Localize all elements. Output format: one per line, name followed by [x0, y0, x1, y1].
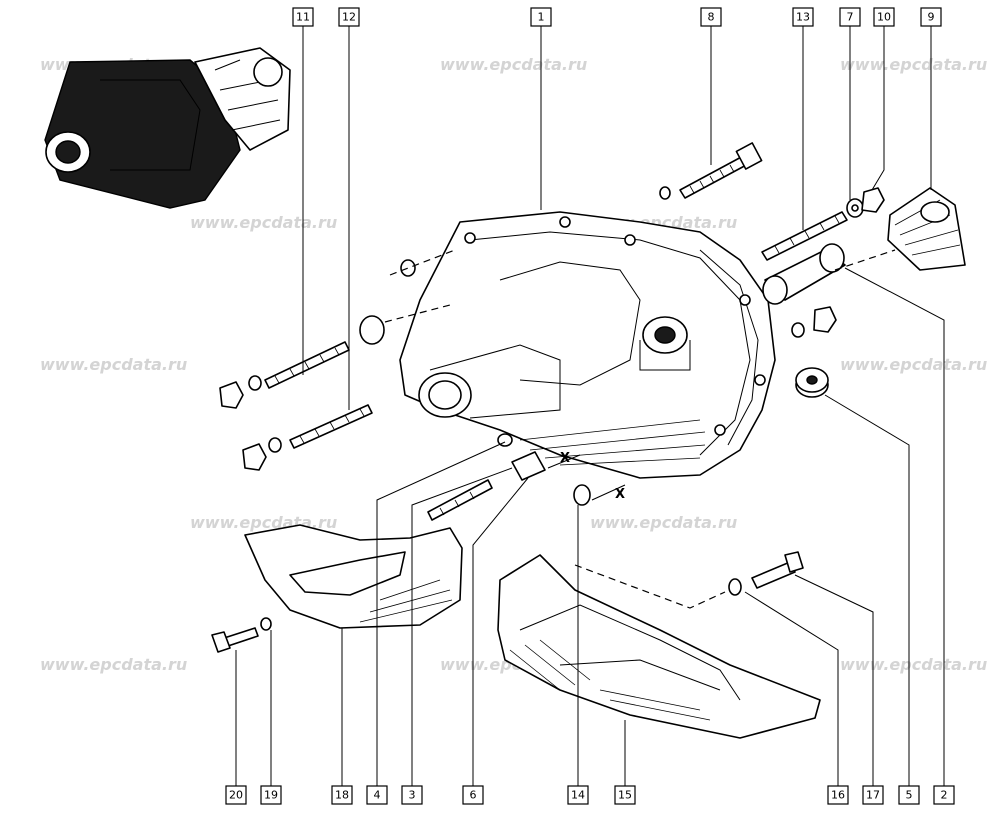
callout-18: 18: [331, 785, 353, 805]
bolt-8: [659, 142, 763, 200]
callout-14: 14: [567, 785, 589, 805]
leader-lines: [235, 26, 945, 786]
spacer-5: [795, 367, 829, 398]
assembled-gearbox-thumbnail: [44, 47, 291, 209]
callout-10: 10: [873, 7, 895, 27]
svg-text:17: 17: [866, 789, 880, 802]
washer-7-nut-10: [846, 187, 885, 218]
gearbox-housing: [399, 211, 776, 479]
callout-16: 16: [827, 785, 849, 805]
callout-8: 8: [700, 7, 722, 27]
callout-9: 9: [920, 7, 942, 27]
callout-17: 17: [862, 785, 884, 805]
stud-12: [242, 249, 456, 471]
bracket-15: [497, 551, 821, 739]
watermark: www.epcdata.ru: [440, 55, 587, 74]
axis-mark-x: X: [560, 451, 570, 466]
svg-text:14: 14: [571, 789, 585, 802]
svg-text:9: 9: [928, 11, 935, 24]
callout-13: 13: [792, 7, 814, 27]
watermark: www.epcdata.ru: [840, 355, 987, 374]
watermark: www.epcdata.ru: [840, 655, 987, 674]
watermark: www.epcdata.ru: [840, 55, 987, 74]
watermark: www.epcdata.ru: [590, 513, 737, 532]
callout-12: 12: [338, 7, 360, 27]
nut-washer-right: [791, 306, 837, 338]
svg-text:1: 1: [538, 11, 545, 24]
watermark: www.epcdata.ru: [40, 355, 187, 374]
svg-text:2: 2: [941, 789, 948, 802]
svg-text:13: 13: [796, 11, 810, 24]
svg-text:18: 18: [335, 789, 349, 802]
callout-6: 6: [462, 785, 484, 805]
svg-text:5: 5: [906, 789, 913, 802]
callout-1: 1: [530, 7, 552, 27]
callouts: 11 12 1 8 13 7 10 9 20 19 18 4 3 6 14 15…: [225, 7, 955, 805]
svg-text:16: 16: [831, 789, 845, 802]
axis-mark-x: X: [615, 487, 625, 502]
callout-11: 11: [292, 7, 314, 27]
callout-15: 15: [614, 785, 636, 805]
mount-9: [834, 187, 966, 271]
callout-4: 4: [366, 785, 388, 805]
heat-shield-18: [211, 524, 463, 653]
callout-3: 3: [401, 785, 423, 805]
svg-text:3: 3: [409, 789, 416, 802]
svg-text:10: 10: [877, 11, 891, 24]
sleeve-2: [762, 243, 846, 305]
svg-text:15: 15: [618, 789, 632, 802]
callout-5: 5: [898, 785, 920, 805]
svg-text:12: 12: [342, 11, 356, 24]
callout-2: 2: [933, 785, 955, 805]
svg-text:19: 19: [264, 789, 278, 802]
svg-text:4: 4: [374, 789, 381, 802]
watermark: www.epcdata.ru: [190, 213, 337, 232]
svg-text:8: 8: [708, 11, 715, 24]
svg-text:6: 6: [470, 789, 477, 802]
callout-19: 19: [260, 785, 282, 805]
watermark: www.epcdata.ru: [40, 655, 187, 674]
callout-20: 20: [225, 785, 247, 805]
stud-13: [761, 211, 848, 261]
svg-text:7: 7: [847, 11, 854, 24]
stud-11: [219, 304, 451, 409]
svg-text:11: 11: [296, 11, 310, 24]
svg-text:20: 20: [229, 789, 243, 802]
callout-7: 7: [839, 7, 861, 27]
stud-and-sleeves-centre: X X: [427, 433, 626, 521]
